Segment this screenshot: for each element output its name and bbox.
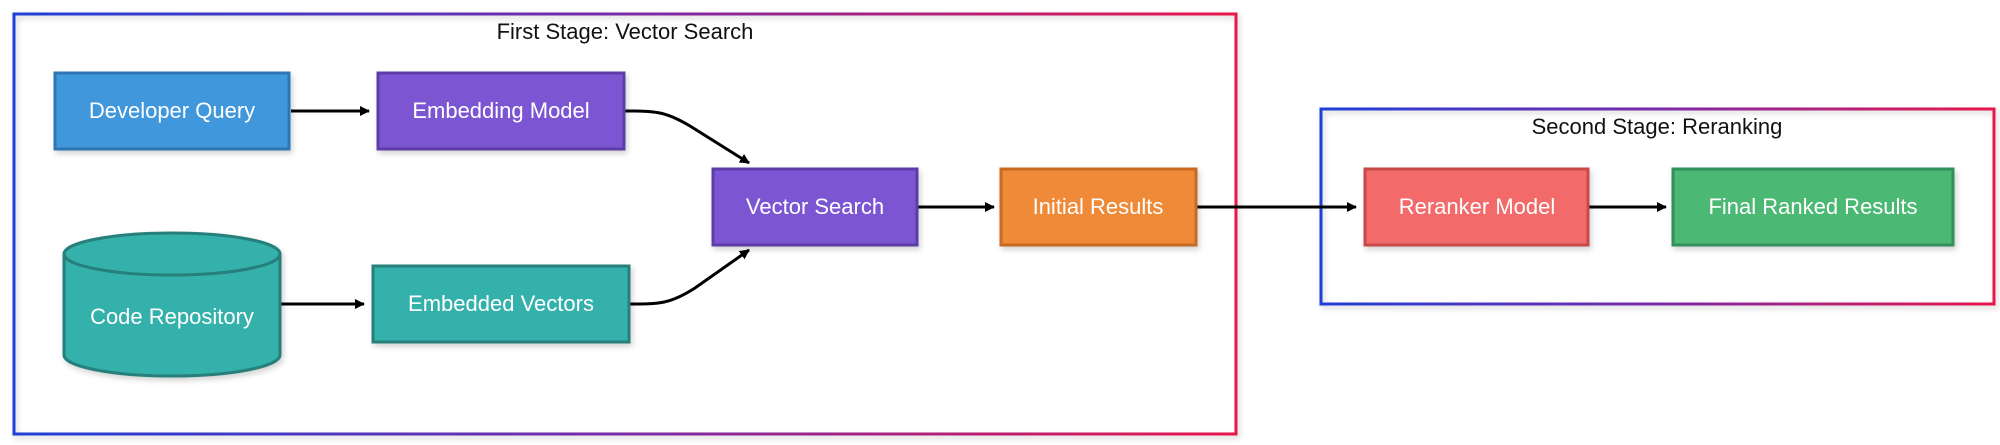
edge-embedding-to-vector-search xyxy=(623,109,750,165)
node-vector-search: Vector Search xyxy=(711,167,919,247)
node-initial-results: Initial Results xyxy=(999,167,1198,247)
node-embedding-model: Embedding Model xyxy=(376,71,626,151)
embedding-model-label: Embedding Model xyxy=(412,98,589,123)
reranker-model-label: Reranker Model xyxy=(1399,194,1556,219)
developer-query-label: Developer Query xyxy=(89,98,255,123)
edges xyxy=(281,106,1667,309)
node-final-ranked-results: Final Ranked Results xyxy=(1671,167,1955,247)
node-embedded-vectors: Embedded Vectors xyxy=(371,264,631,344)
first-stage-group: First Stage: Vector Search xyxy=(12,12,1238,436)
final-ranked-results-label: Final Ranked Results xyxy=(1708,194,1917,219)
second-stage-title: Second Stage: Reranking xyxy=(1532,114,1783,139)
node-reranker-model: Reranker Model xyxy=(1363,167,1590,247)
first-stage-frame xyxy=(12,12,1238,436)
code-repository-label: Code Repository xyxy=(90,304,254,329)
vector-search-label: Vector Search xyxy=(746,194,884,219)
initial-results-label: Initial Results xyxy=(1033,194,1164,219)
node-developer-query: Developer Query xyxy=(53,71,291,151)
embedded-vectors-label: Embedded Vectors xyxy=(408,291,594,316)
first-stage-title: First Stage: Vector Search xyxy=(497,19,754,44)
edge-vectors-to-vector-search xyxy=(628,248,750,306)
node-code-repository: Code Repository xyxy=(62,231,282,378)
